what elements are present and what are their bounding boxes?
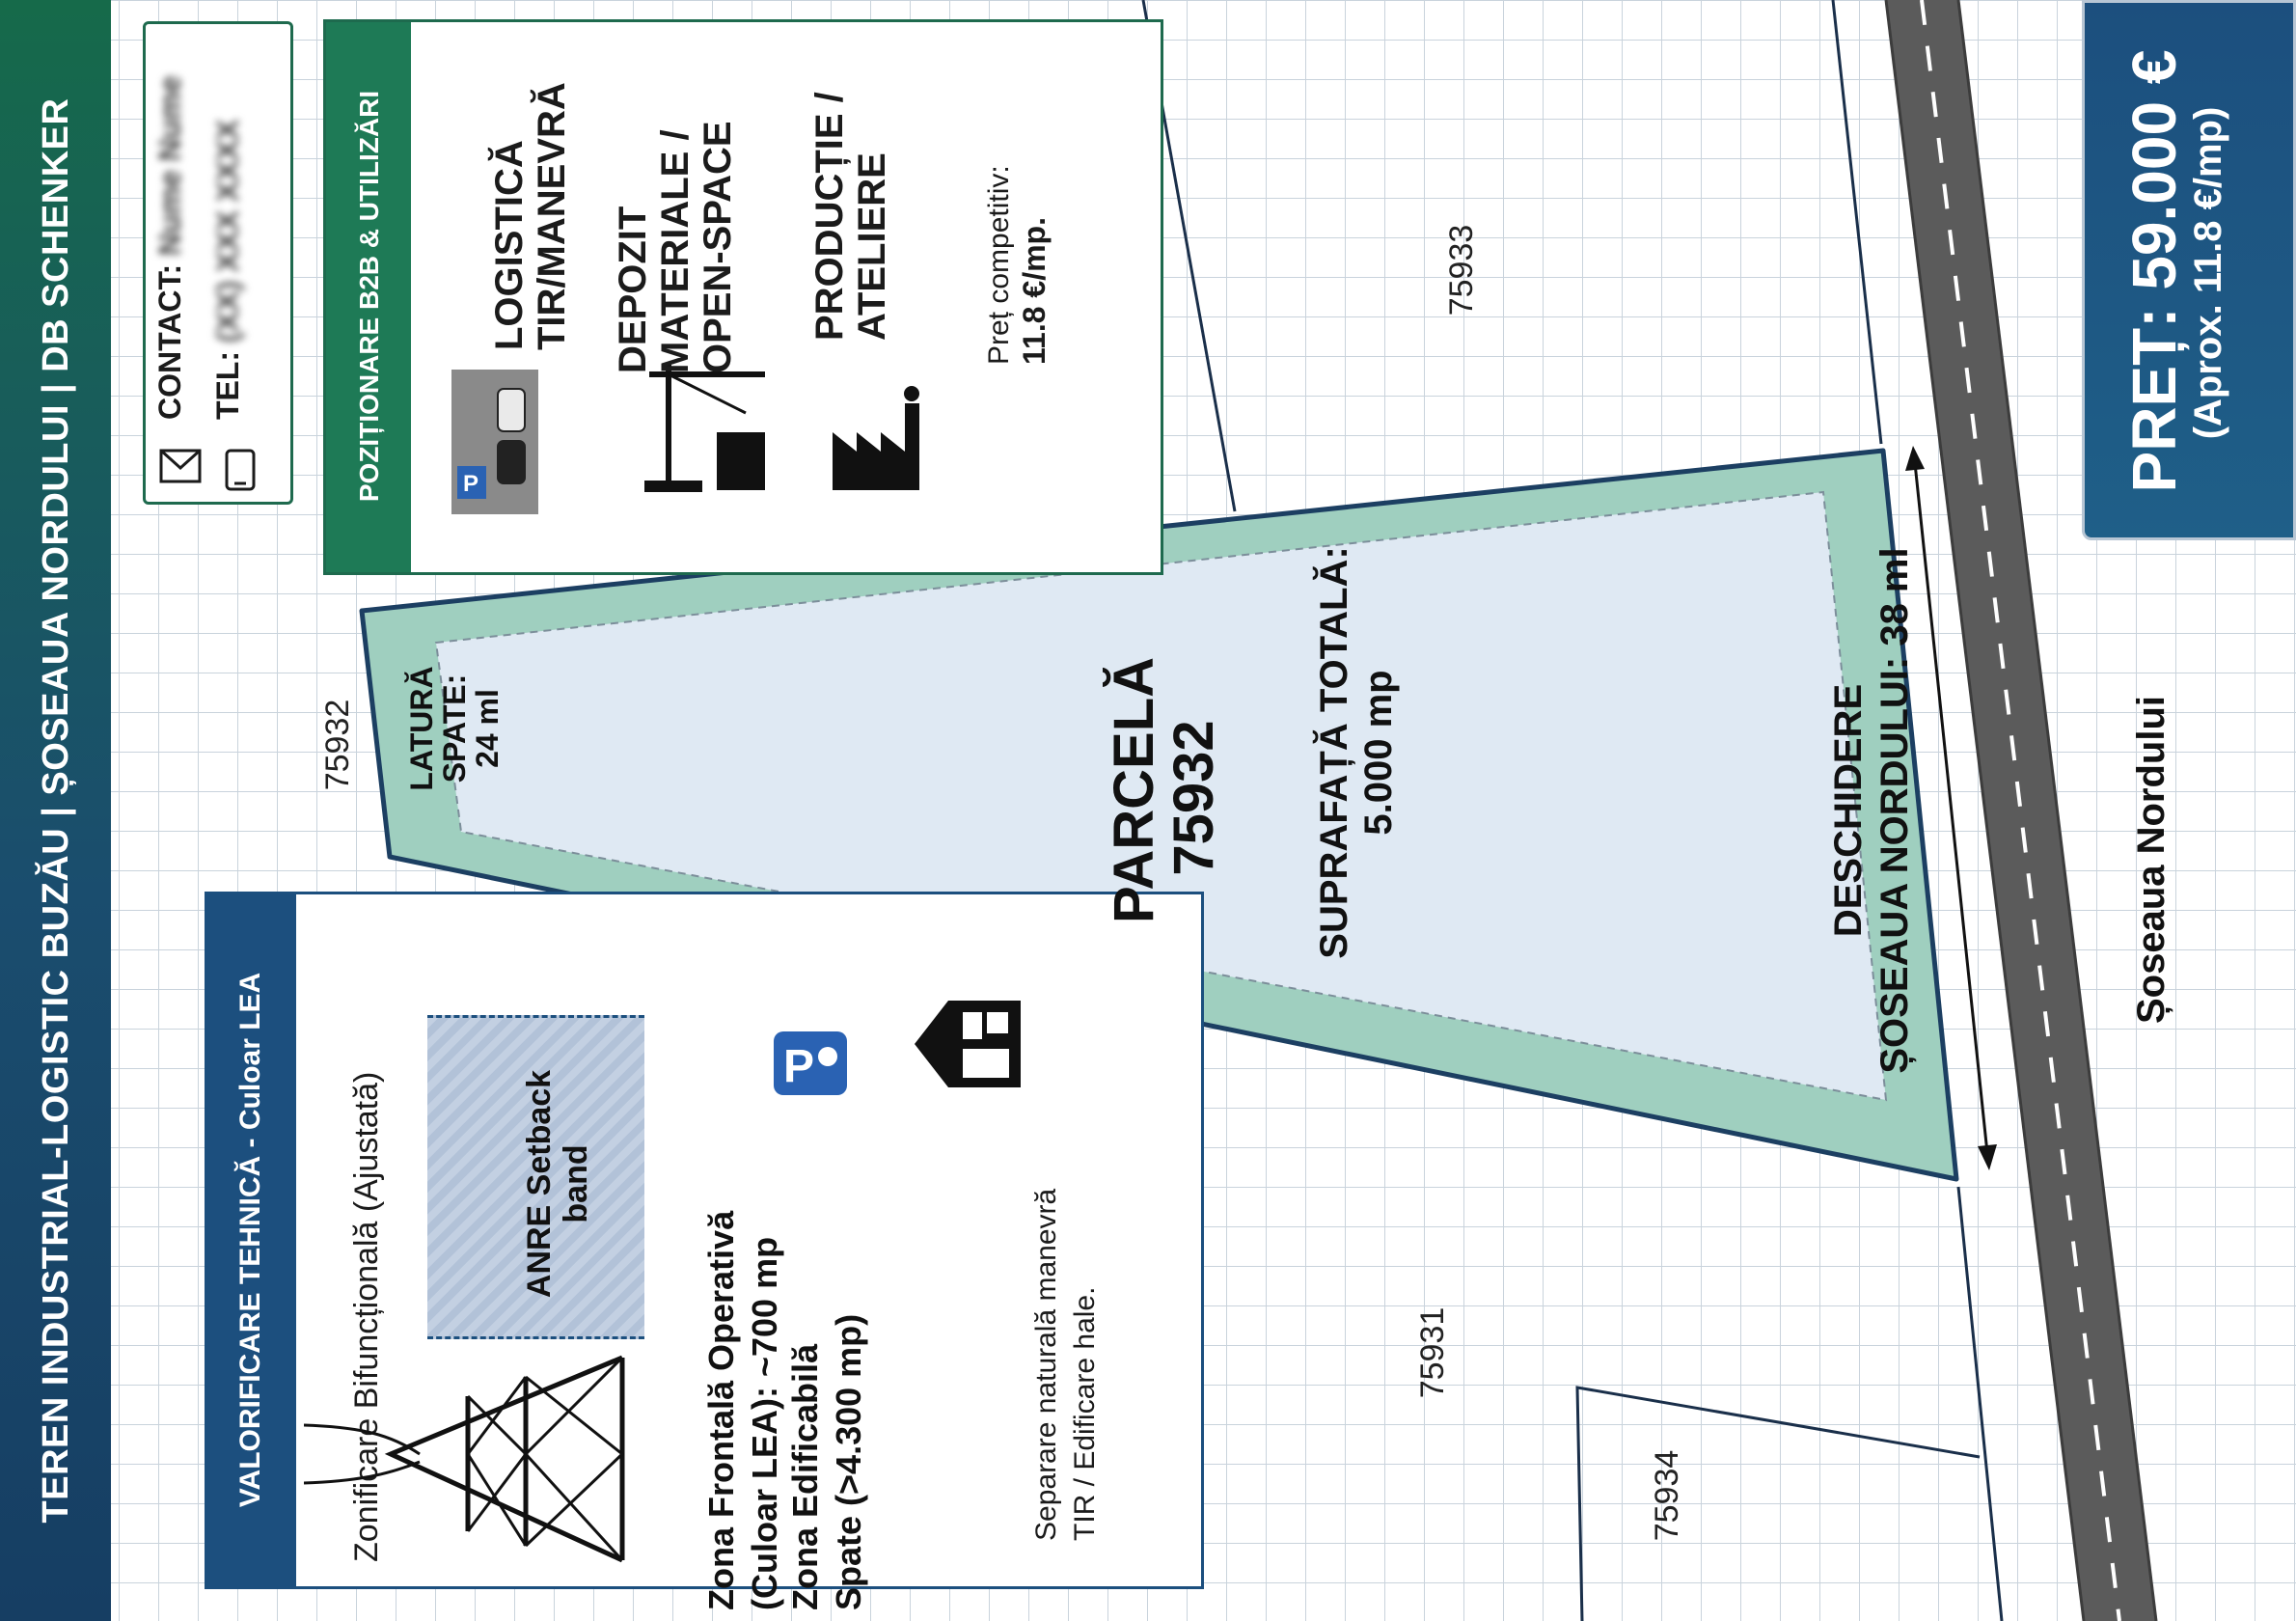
separation-note-line1: Separare naturală manevră	[1030, 1188, 1062, 1541]
price-per-sqm: (Aprox. 11.8 €/mp)	[2187, 106, 2229, 440]
b2b-price-note: Preț competitiv: 11.8 €/mp.	[982, 75, 1059, 365]
frontage-line2: ȘOSEAUA NORDULUI: 38 ml	[1873, 547, 1916, 1074]
back-side-line2: SPATE:	[437, 673, 472, 783]
road-surface	[1886, 0, 2156, 1621]
parking-icon: P	[774, 1031, 847, 1095]
parcel-area-label: SUPRAFAȚĂ TOTALĂ:	[1313, 546, 1355, 959]
anre-setback-label: ANRE Setback band	[521, 1069, 594, 1299]
use-productie: PRODUCȚIE / ATELIERE	[808, 92, 893, 341]
lot-boundary-line	[1831, 0, 1883, 445]
lot-number-75931: 75931	[1414, 1306, 1451, 1399]
price-main: PREȚ: 59.000 €	[2119, 49, 2189, 493]
use-depozit: DEPOZIT MATERIALE / OPEN-SPACE	[612, 121, 739, 373]
zone-frontal-line2: (Culoar LEA): ~700 mp	[745, 1236, 784, 1610]
frontage-dimension-line	[1913, 462, 1989, 1154]
frontage-label: DESCHIDERE ȘOSEAUA NORDULUI: 38 ml	[1825, 502, 1922, 1119]
factory-icon	[833, 386, 919, 490]
contact-name: Nume Nume	[152, 75, 187, 256]
valorificare-tehnica-box: VALORIFICARE TEHNICĂ - Culoar LEA Zonifi…	[205, 892, 1204, 1610]
svg-text:P: P	[783, 1041, 814, 1092]
tel-number: (XX) XXX XXXX	[210, 119, 245, 343]
road-name-label: Șoseaua Nordului	[2130, 695, 2173, 1025]
valorificare-header: VALORIFICARE TEHNICĂ - Culoar LEA	[207, 894, 296, 1586]
parking-trucks-icon: P	[451, 370, 538, 514]
lot-number-75932: 75932	[319, 699, 356, 791]
tel-label: TEL:	[210, 350, 245, 420]
price-box: PREȚ: 59.000 € (Aprox. 11.8 €/mp)	[2082, 0, 2296, 540]
b2b-title: POZIȚIONARE B2B & UTILIZĂRI	[354, 90, 384, 503]
zone-edificabila-line1: Zona Edificabilă	[785, 1343, 825, 1610]
parcel-75932-inner	[434, 490, 1888, 1102]
lot-number-75934: 75934	[1649, 1449, 1685, 1542]
use-logistics: LOGISTICĂ TIR/MANEVRĂ	[488, 82, 573, 350]
parcel-label: PARCELĂ	[1103, 656, 1165, 923]
contact-label: CONTACT:	[152, 263, 187, 420]
page-title: TEREN INDUSTRIAL-LOGISTIC BUZĂU | ȘOSEAU…	[36, 97, 76, 1524]
svg-text:P: P	[463, 471, 478, 497]
zone-edificabila-line2: Spate (>4.300 mp)	[829, 1313, 868, 1610]
envelope-icon	[159, 449, 202, 483]
frontage-arrow-head	[1978, 1144, 1997, 1170]
lot-boundary-line	[1575, 1386, 1981, 1621]
phone-icon	[225, 449, 256, 491]
back-side-label: LATURĂ SPATE: 24 ml	[404, 651, 511, 806]
b2b-positioning-box: POZIȚIONARE B2B & UTILIZĂRI P LOGISTICĂ …	[323, 19, 1163, 575]
road-edge	[1884, 0, 2086, 1621]
b2b-header: POZIȚIONARE B2B & UTILIZĂRI	[326, 22, 411, 572]
valorificare-title: VALORIFICARE TEHNICĂ - Culoar LEA	[234, 972, 266, 1508]
contact-row: CONTACT: Nume Nume	[150, 34, 189, 420]
parcel-title: PARCELĂ 75932	[1103, 656, 1230, 923]
zone-frontal-line1: Zona Frontală Operativă	[701, 1210, 741, 1610]
parcel-area-value: 5.000 mp	[1357, 670, 1400, 836]
road-center-dashes	[1920, 0, 2121, 1621]
road-edge	[1956, 0, 2158, 1621]
back-side-value: 24 ml	[470, 689, 505, 768]
price-note-value: 11.8 €/mp.	[1017, 217, 1052, 365]
title-bar: TEREN INDUSTRIAL-LOGISTIC BUZĂU | ȘOSEAU…	[0, 0, 111, 1621]
parcel-number: 75932	[1162, 720, 1225, 876]
parcel-area: SUPRAFAȚĂ TOTALĂ: 5.000 mp	[1312, 521, 1408, 984]
lot-number-75933: 75933	[1443, 224, 1480, 316]
contact-box: CONTACT: Nume Nume TEL: (XX) XXX XXXX	[143, 21, 293, 505]
frontage-line1: DESCHIDERE	[1827, 683, 1870, 938]
anre-setback-band	[427, 1015, 644, 1339]
frontage-arrow-head	[1905, 446, 1925, 471]
separation-note-line2: TIR / Edificare hale.	[1069, 1286, 1101, 1541]
tel-row: TEL: (XX) XXX XXXX	[208, 34, 247, 420]
crane-warehouse-icon	[644, 365, 765, 492]
lot-boundary-line	[1956, 1186, 2004, 1621]
back-side-line1: LATURĂ	[404, 666, 439, 791]
power-pylon-icon	[304, 1355, 625, 1563]
building-icon	[915, 1001, 1021, 1087]
price-note-label: Preț competitiv:	[983, 165, 1015, 365]
